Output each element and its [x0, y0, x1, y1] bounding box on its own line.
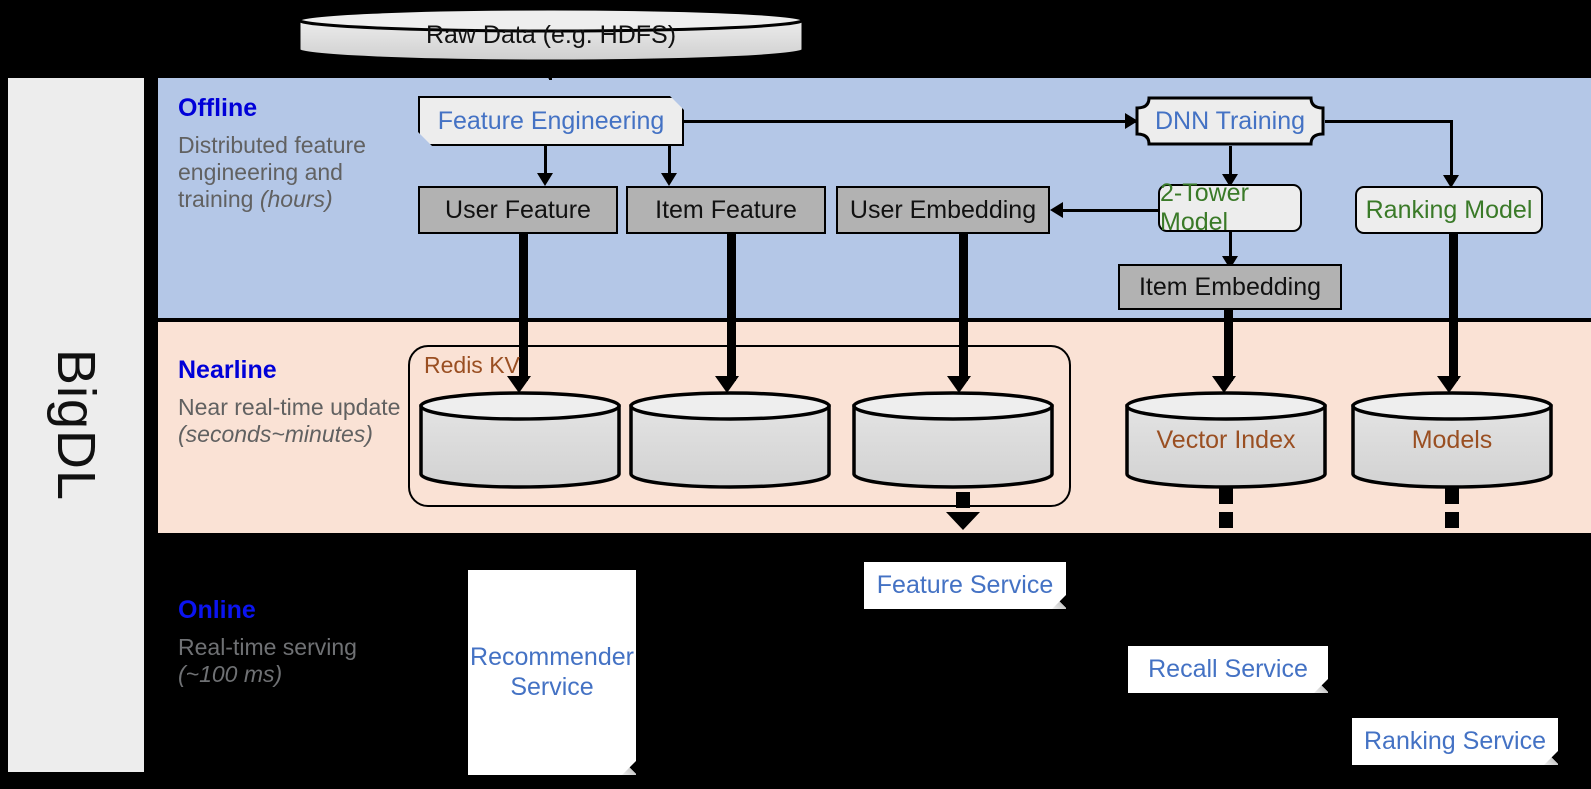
feature-engineering-shape [418, 96, 684, 146]
recall-service-label: Recall Service [1148, 654, 1308, 683]
item-embedding-node[interactable]: Item Embedding [1118, 264, 1342, 310]
edge-twotower-to-userembedding [1062, 209, 1160, 212]
store-user-feature-label [418, 390, 622, 490]
recommender-service-label: Recommender Service [470, 643, 634, 701]
edge-rawdata-to-fe-arrowhead [533, 62, 567, 80]
pipe-item-embedding-arrowhead [1212, 376, 1236, 393]
edge-dnn-to-ranking-arrowhead [1443, 175, 1459, 188]
feature-engineering-label: Feature Engineering [437, 106, 665, 135]
edge-twotower-to-itememb [1229, 232, 1232, 260]
pipe-ranking-model [1449, 233, 1458, 381]
raw-data-cylinder: Raw Data (e.g. HDFS) [296, 6, 806, 64]
pipe-ranking-model-arrowhead [1437, 376, 1461, 393]
edge-fe-to-item-feature-arrowhead [661, 173, 677, 186]
recommender-service-node[interactable]: Recommender Service [468, 570, 636, 775]
ranking-service-shape [1352, 718, 1558, 765]
feature-service-label: Feature Service [876, 570, 1054, 599]
feature-service-shape [864, 562, 1066, 609]
edge-fe-to-dnn [684, 120, 1136, 123]
item-embedding-label: Item Embedding [1138, 272, 1322, 301]
store-item-feature-label [628, 390, 832, 490]
store-user-embedding-label [851, 390, 1055, 490]
item-feature-node[interactable]: Item Feature [626, 186, 826, 234]
edge-twotower-to-userembedding-arrowhead [1050, 202, 1063, 218]
edge-dnn-to-twotower-arrowhead [1222, 174, 1238, 187]
feature-service-node[interactable]: Feature Service [864, 562, 1066, 609]
offline-subtitle: Distributed feature engineering and trai… [178, 132, 366, 213]
edge-dnn-to-ranking-v [1450, 120, 1453, 178]
pipe-item-feature-arrowhead [715, 376, 739, 393]
recommender-service-shape [468, 570, 636, 775]
dnn-training-shape [1135, 96, 1325, 146]
store-user-embedding-cylinder[interactable] [851, 390, 1055, 490]
dash-recall-service-2 [1219, 512, 1233, 528]
models-label: Models [1411, 425, 1493, 454]
user-feature-label: User Feature [445, 195, 591, 224]
edge-fe-to-user-feature [544, 146, 547, 176]
bigdl-sidebar: BigDL [8, 78, 144, 772]
recall-service-node[interactable]: Recall Service [1128, 646, 1328, 693]
models-cylinder[interactable]: Models [1350, 390, 1554, 490]
user-feature-node[interactable]: User Feature [418, 186, 618, 234]
dash-ranking-service-2 [1445, 512, 1459, 528]
vector-index-label: Vector Index [1156, 425, 1296, 454]
online-subtitle: Real-time serving (~100 ms) [178, 634, 357, 688]
edge-fe-to-item-feature [668, 146, 671, 176]
store-item-feature-cylinder[interactable] [628, 390, 832, 490]
recall-service-shape [1128, 646, 1328, 693]
dnn-training-label: DNN Training [1154, 106, 1306, 135]
pipe-item-embedding [1224, 308, 1233, 381]
edge-to-feature-service-arrowhead [946, 512, 980, 530]
redis-kv-label: Redis KV [424, 352, 520, 378]
edge-fe-to-user-feature-arrowhead [537, 173, 553, 186]
redis-kv-container [408, 345, 1071, 507]
ranking-model-node[interactable]: Ranking Model [1355, 186, 1543, 234]
online-band-heading: Online Real-time serving (~100 ms) [178, 598, 418, 688]
pipe-item-feature [727, 233, 736, 381]
raw-data-label: Raw Data (e.g. HDFS) [425, 20, 677, 49]
ranking-service-node[interactable]: Ranking Service [1352, 718, 1558, 765]
pipe-user-feature-arrowhead [507, 376, 531, 393]
dash-ranking-service-1 [1445, 488, 1459, 504]
online-title: Online [178, 596, 256, 624]
two-tower-model-node[interactable]: 2-Tower Model [1158, 179, 1302, 236]
dnn-training-node[interactable]: DNN Training [1135, 96, 1325, 146]
nearline-band-heading: Nearline Near real-time update (seconds~… [178, 358, 418, 448]
ranking-service-label: Ranking Service [1363, 726, 1547, 755]
bigdl-label: BigDL [46, 348, 106, 502]
offline-band-heading: Offline Distributed feature engineering … [178, 96, 388, 213]
edge-dnn-to-ranking-h [1325, 120, 1453, 123]
pipe-user-embedding-arrowhead [947, 376, 971, 393]
edge-dnn-to-twotower [1229, 146, 1232, 178]
feature-engineering-node[interactable]: Feature Engineering [418, 96, 684, 146]
user-embedding-label: User Embedding [849, 195, 1037, 224]
vector-index-cylinder[interactable]: Vector Index [1124, 390, 1328, 490]
two-tower-model-label: 2-Tower Model [1160, 179, 1249, 236]
pipe-user-embedding [959, 233, 968, 381]
dash-feature-service-1 [956, 492, 970, 508]
edge-fe-to-dnn-arrowhead [1125, 113, 1138, 129]
ranking-model-label: Ranking Model [1365, 195, 1533, 224]
user-embedding-node[interactable]: User Embedding [836, 186, 1050, 234]
item-feature-label: Item Feature [655, 195, 797, 224]
dash-recall-service-1 [1219, 488, 1233, 504]
nearline-subtitle: Near real-time update (seconds~minutes) [178, 394, 401, 448]
store-user-feature-cylinder[interactable] [418, 390, 622, 490]
nearline-title: Nearline [178, 356, 277, 384]
pipe-user-feature [519, 233, 528, 381]
offline-title: Offline [178, 94, 258, 122]
